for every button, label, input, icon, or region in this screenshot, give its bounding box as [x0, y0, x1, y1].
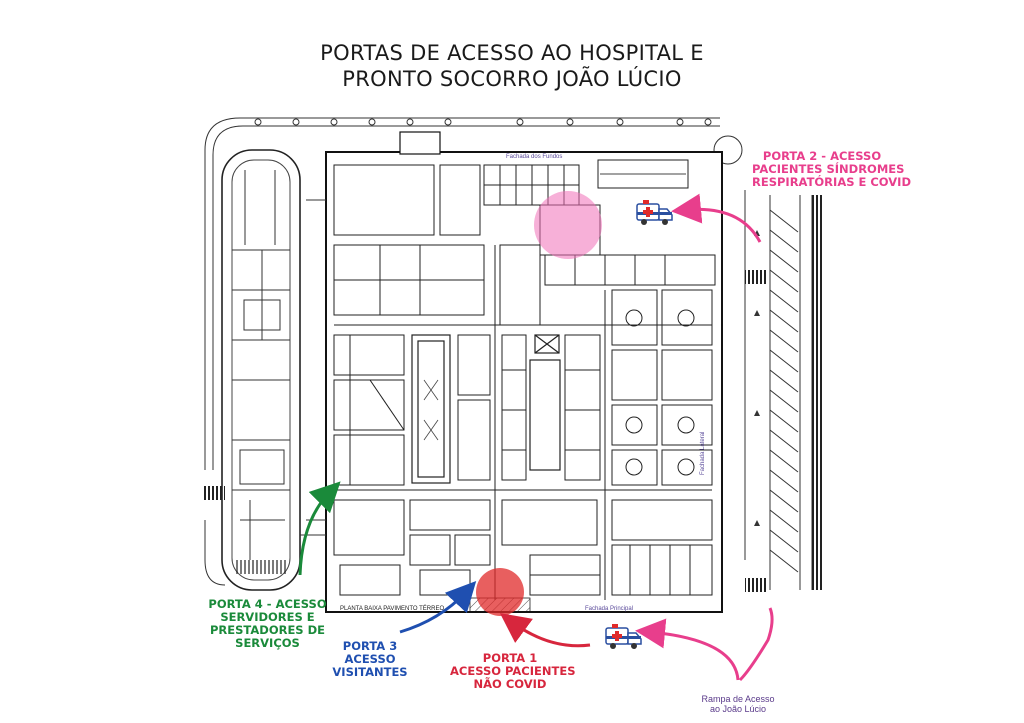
ambulance-icon — [636, 200, 673, 225]
label-fachada-lateral: Fachada Lateral — [700, 431, 706, 475]
label-fachada-fundos: Fachada dos Fundos — [506, 154, 563, 160]
porta-1-label: PORTA 1 ACESSO PACIENTES NÃO COVID — [450, 651, 576, 691]
label-planta-baixa: PLANTA BAIXA PAVIMENTO TÉRREO — [340, 606, 445, 612]
label-fachada-principal: Fachada Principal — [585, 606, 634, 612]
covid-zone-highlight — [534, 191, 602, 259]
porta-4-label: PORTA 4 - ACESSO SERVIDORES E PRESTADORE… — [208, 597, 327, 650]
title-line-2: PRONTO SOCORRO JOÃO LÚCIO — [342, 67, 682, 91]
non-covid-zone-highlight — [476, 568, 524, 616]
porta-2-label: PORTA 2 - ACESSO PACIENTES SÍNDROMES RES… — [752, 149, 911, 189]
ramp-label: Rampa de Acesso ao João Lúcio — [701, 694, 775, 714]
porta-3-label: PORTA 3 ACESSO VISITANTES — [332, 639, 408, 679]
title-line-1: PORTAS DE ACESSO AO HOSPITAL E — [320, 41, 704, 65]
ambulance-icon — [605, 624, 642, 649]
map-title: PORTAS DE ACESSO AO HOSPITAL E PRONTO SO… — [0, 40, 1024, 92]
